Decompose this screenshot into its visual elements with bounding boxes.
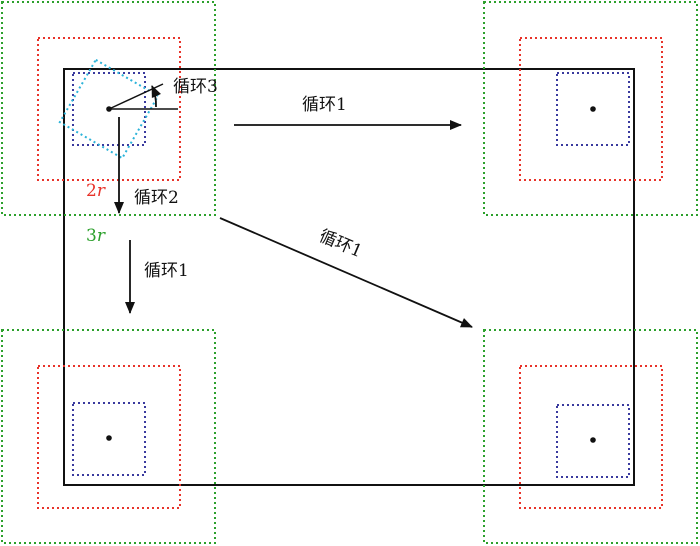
center-dot	[590, 437, 596, 443]
corner-top-right	[483, 1, 698, 216]
main-frame	[63, 68, 635, 486]
center-dot	[590, 106, 596, 112]
red-radius-variable: r	[97, 181, 106, 201]
rotated-cyan-square	[58, 58, 160, 160]
green-square	[483, 1, 698, 216]
green-square	[1, 1, 216, 216]
blue-square	[556, 72, 630, 146]
red-square	[519, 365, 663, 509]
corner-bottom-right	[483, 329, 698, 544]
rotation-arc-arrow	[151, 85, 162, 108]
blue-square	[72, 402, 146, 476]
corner-top-left	[1, 1, 216, 216]
loop1-diagonal-label: 循环1	[316, 226, 365, 262]
loop1-diagonal-arrow	[219, 217, 473, 328]
corner-bottom-left	[1, 329, 216, 544]
loop1-top-label: 循环1	[302, 95, 347, 115]
green-radius-label: 3r	[86, 226, 106, 246]
loop3-label: 循环3	[173, 77, 218, 97]
center-dot	[106, 435, 112, 441]
green-square	[483, 329, 698, 544]
green-square	[1, 329, 216, 544]
red-square	[519, 37, 663, 181]
red-radius-number: 2	[86, 181, 97, 201]
red-square	[37, 365, 181, 509]
green-radius-number: 3	[86, 226, 97, 246]
red-square	[37, 37, 181, 181]
red-radius-label: 2r	[86, 181, 106, 201]
blue-square	[72, 72, 146, 146]
loop2-label: 循环2	[134, 188, 179, 208]
green-radius-variable: r	[97, 226, 106, 246]
loop1-left-label: 循环1	[144, 261, 189, 281]
blue-square	[556, 404, 630, 478]
